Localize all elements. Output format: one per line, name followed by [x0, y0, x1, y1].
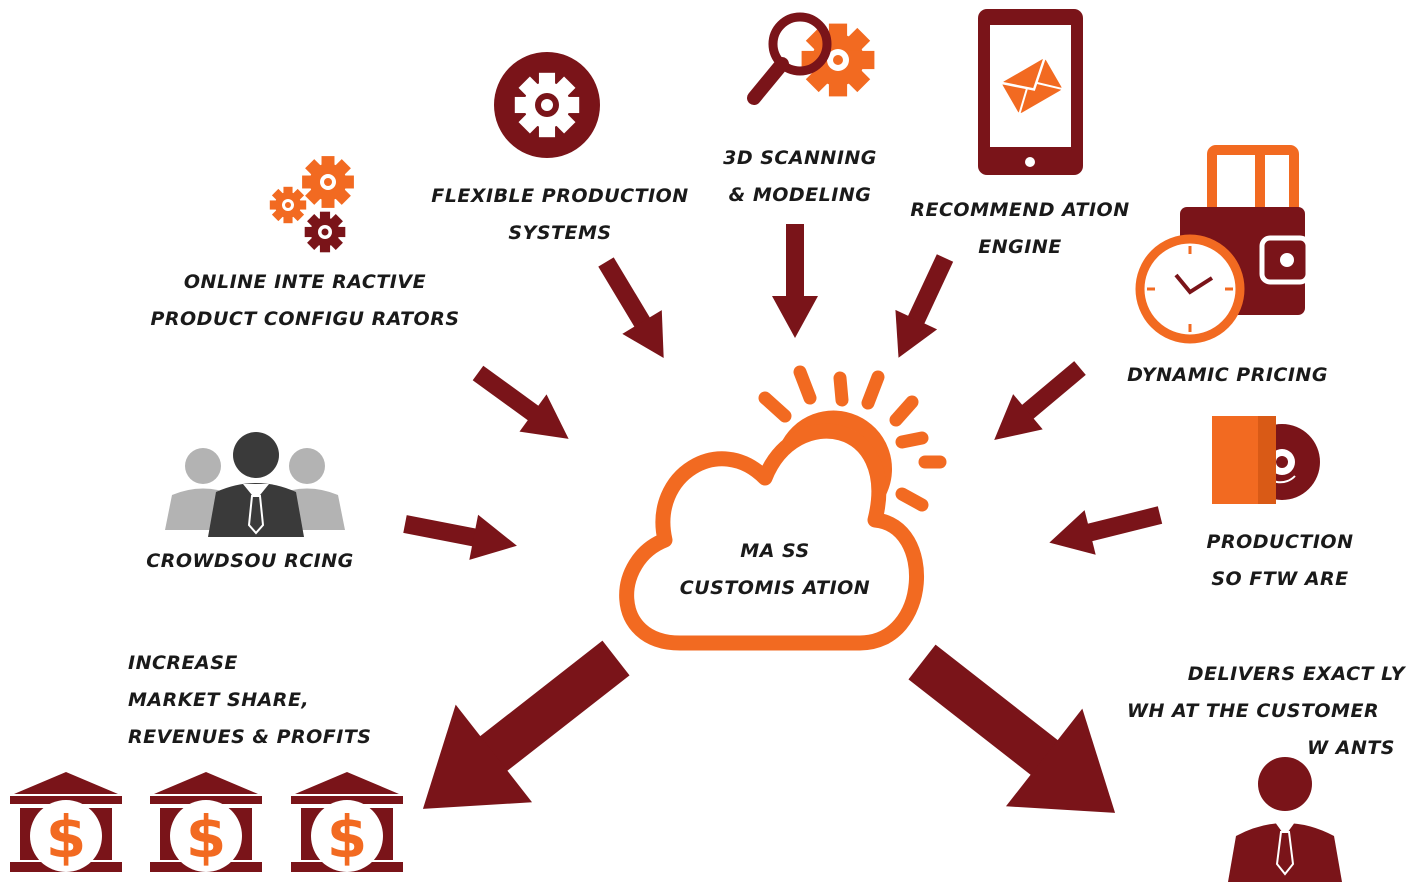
label-dynamic-pricing-line1: DYNAMIC PRICING [1127, 364, 1328, 386]
mass-customisation-cloud-icon [619, 365, 947, 651]
label-market-share-line2: MARKET SHARE, [128, 689, 310, 711]
arrow-from-flexible-production [598, 257, 664, 359]
customer-icon [1228, 757, 1342, 882]
center-label: MA SS CUSTOMIS ATION [665, 533, 885, 607]
label-crowdsourcing: CROWDSOU RCING [130, 543, 370, 580]
input-arrows [403, 224, 1163, 560]
label-recommendation-engine-line2: ENGINE [978, 236, 1062, 258]
arrow-from-crowdsourcing [403, 514, 517, 560]
cloud-shape [619, 423, 924, 651]
label-3d-scanning-line2: & MODELING [728, 184, 872, 206]
bank-dollar-symbol: $ [186, 803, 226, 871]
label-configurators-line1: ONLINE INTE RACTIVE [183, 271, 427, 293]
label-customer: DELIVERS EXACT LY WH AT THE CUSTOMER W A… [1105, 656, 1405, 767]
label-recommendation-engine-line1: RECOMMEND ATION [910, 199, 1130, 221]
gears-icon [269, 156, 354, 253]
label-market-share-line3: REVENUES & PROFITS [128, 726, 372, 748]
arrow-from-3d-scanning [772, 224, 818, 338]
software-disc-icon [1212, 416, 1320, 504]
label-market-share-line1: INCREASE [128, 652, 238, 674]
gear-circle-icon [494, 52, 600, 158]
arrow-from-configurators [472, 365, 569, 439]
bank-dollar-icon: $ $ $ [10, 772, 403, 872]
wallet-clock-icon [1135, 145, 1311, 344]
label-flexible-production-line1: FLEXIBLE PRODUCTION [431, 185, 689, 207]
label-customer-line1: DELIVERS EXACT LY [1187, 663, 1405, 685]
arrow-to-customer [908, 644, 1116, 813]
label-configurators-line2: PRODUCT CONFIGU RATORS [150, 308, 460, 330]
arrow-from-recommendation-engine [895, 254, 954, 358]
people-group-icon [165, 432, 345, 537]
bank-dollar-symbol: $ [46, 803, 86, 871]
label-customer-line3: W ANTS [1307, 737, 1395, 759]
label-production-software: PRODUCTION SO FTW ARE [1190, 524, 1370, 598]
tablet-mail-icon [978, 9, 1083, 175]
label-market-share: INCREASE MARKET SHARE, REVENUES & PROFIT… [128, 645, 418, 756]
label-dynamic-pricing: DYNAMIC PRICING [1115, 357, 1340, 394]
label-customer-line2: WH AT THE CUSTOMER [1127, 700, 1380, 722]
magnifier-gear-icon [747, 12, 875, 105]
center-label-line1: MA SS [740, 540, 810, 562]
arrow-to-market-share [422, 640, 630, 809]
label-3d-scanning: 3D SCANNING & MODELING [705, 140, 895, 214]
label-flexible-production: FLEXIBLE PRODUCTION SYSTEMS [420, 178, 700, 252]
label-crowdsourcing-line1: CROWDSOU RCING [146, 550, 354, 572]
label-configurators: ONLINE INTE RACTIVE PRODUCT CONFIGU RATO… [135, 264, 475, 338]
label-flexible-production-line2: SYSTEMS [508, 222, 612, 244]
arrow-from-production-software [1049, 506, 1163, 555]
label-recommendation-engine: RECOMMEND ATION ENGINE [895, 192, 1145, 266]
bank-dollar-symbol: $ [327, 803, 367, 871]
output-arrows [422, 640, 1116, 813]
label-production-software-line1: PRODUCTION [1206, 531, 1354, 553]
label-production-software-line2: SO FTW ARE [1211, 568, 1349, 590]
arrow-from-dynamic-pricing [994, 361, 1086, 440]
center-label-line2: CUSTOMIS ATION [679, 577, 871, 599]
sun-icon [758, 365, 947, 512]
label-3d-scanning-line1: 3D SCANNING [723, 147, 877, 169]
